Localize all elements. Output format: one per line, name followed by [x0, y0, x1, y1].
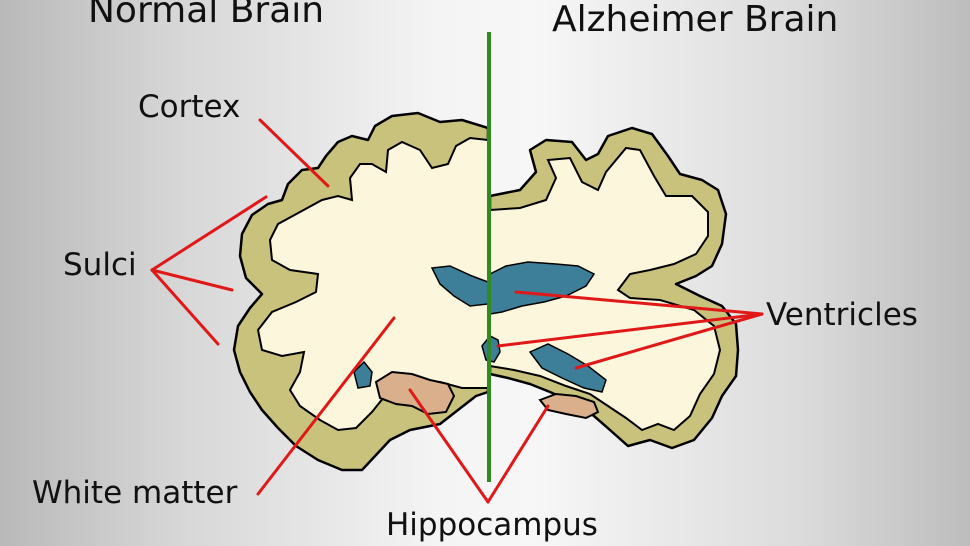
- label-hippocampus: Hippocampus: [386, 507, 598, 543]
- alzheimer-ventricle-upper: [489, 261, 596, 315]
- normal-hippocampus: [374, 370, 456, 416]
- leader-ventricles-2: [496, 312, 764, 348]
- leader-sulci-1: [150, 195, 268, 272]
- normal-white-matter: [256, 136, 489, 432]
- label-sulci: Sulci: [63, 247, 137, 283]
- title-alzheimer-brain: Alzheimer Brain: [552, 0, 839, 40]
- alzheimer-hippocampus: [538, 392, 600, 420]
- leader-ventricles-3: [574, 312, 764, 370]
- alzheimer-brain-section: [481, 126, 740, 450]
- normal-ventricle-lower: [353, 360, 373, 389]
- label-cortex: Cortex: [138, 89, 241, 125]
- leader-white-matter: [256, 316, 396, 496]
- leader-sulci-3: [150, 268, 220, 346]
- label-ventricles: Ventricles: [766, 297, 918, 333]
- leader-sulci-2: [150, 268, 234, 292]
- title-normal-brain: Normal Brain: [88, 0, 325, 31]
- normal-brain-section: [232, 111, 490, 472]
- label-white-matter: White matter: [32, 475, 238, 511]
- alzheimer-ventricle-lower: [528, 343, 607, 393]
- leader-ventricles-1: [514, 290, 764, 316]
- leader-cortex: [258, 118, 330, 188]
- leader-lines: [150, 118, 764, 504]
- leader-hippocampus-2: [486, 404, 550, 504]
- leader-hippocampus-1: [408, 388, 490, 504]
